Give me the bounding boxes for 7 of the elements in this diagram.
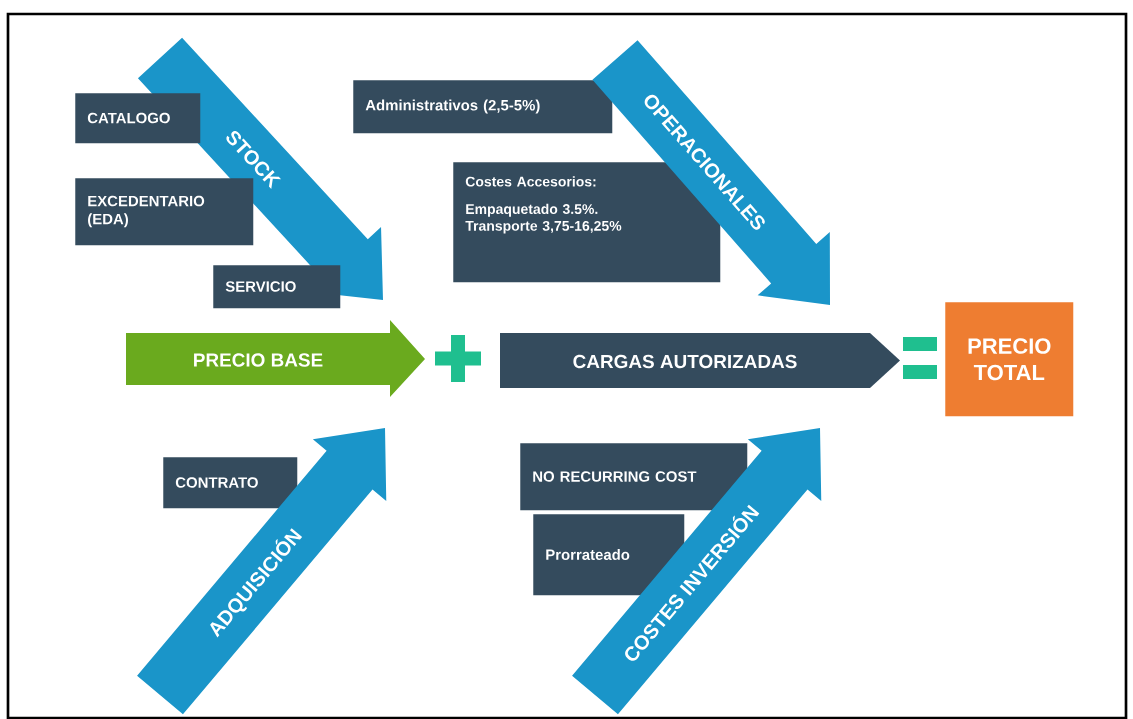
text-box: CATALOGO: [75, 93, 201, 144]
text-box: NO RECURRING COST: [520, 443, 748, 511]
result-box: PRECIO TOTAL: [945, 302, 1074, 417]
text-box: CONTRATO: [163, 457, 298, 509]
text-box: EXCEDENTARIO (EDA): [75, 178, 254, 246]
text-box: SERVICIO: [213, 265, 341, 309]
text-box: Administrativos (2,5-5%): [353, 80, 613, 134]
